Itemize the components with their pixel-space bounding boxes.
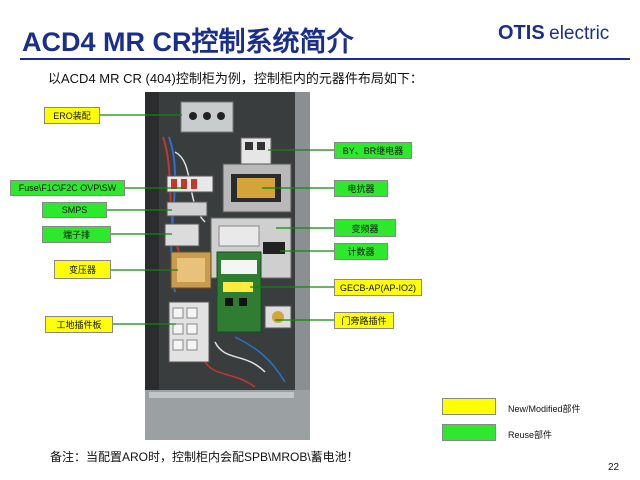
label-smps: SMPS bbox=[42, 202, 107, 218]
legend-swatch-new-modified bbox=[442, 398, 496, 415]
page-number: 22 bbox=[608, 462, 620, 473]
label-site-plug-board: 工地插件板 bbox=[45, 316, 113, 333]
logo-word: OTIS bbox=[498, 22, 545, 44]
legend-label-reuse: Reuse部件 bbox=[508, 430, 553, 440]
legend-swatch-reuse bbox=[442, 424, 496, 441]
label-reactor: 电抗器 bbox=[334, 180, 388, 197]
label-fuse-ovp-sw: Fuse\F1C\F2C OVP\SW bbox=[10, 180, 125, 196]
footnote: 备注：当配置ARO时，控制柜内会配SPB\MROB\蓄电池！ bbox=[50, 450, 359, 464]
legend-label-new-modified: New/Modified部件 bbox=[508, 404, 581, 414]
label-ero-assembly: ERO装配 bbox=[44, 107, 100, 124]
otis-logo: OTIS electric bbox=[498, 22, 609, 45]
label-inverter: 变频器 bbox=[334, 219, 396, 237]
label-gecb-ap: GECB-AP(AP-IO2) bbox=[334, 279, 422, 296]
label-terminal-strip: 端子排 bbox=[42, 226, 111, 243]
label-by-br-relay: BY、BR继电器 bbox=[334, 142, 412, 159]
logo-suffix: electric bbox=[549, 23, 610, 44]
label-counter: 计数器 bbox=[334, 243, 388, 260]
label-transformer: 变压器 bbox=[54, 260, 111, 279]
subtitle: 以ACD4 MR CR (404)控制柜为例，控制柜内的元器件布局如下： bbox=[48, 71, 423, 86]
title-divider bbox=[20, 58, 630, 60]
label-door-bypass-plug: 门旁路插件 bbox=[334, 312, 394, 329]
page-title: ACD4 MR CR控制系统简介 bbox=[22, 27, 354, 57]
